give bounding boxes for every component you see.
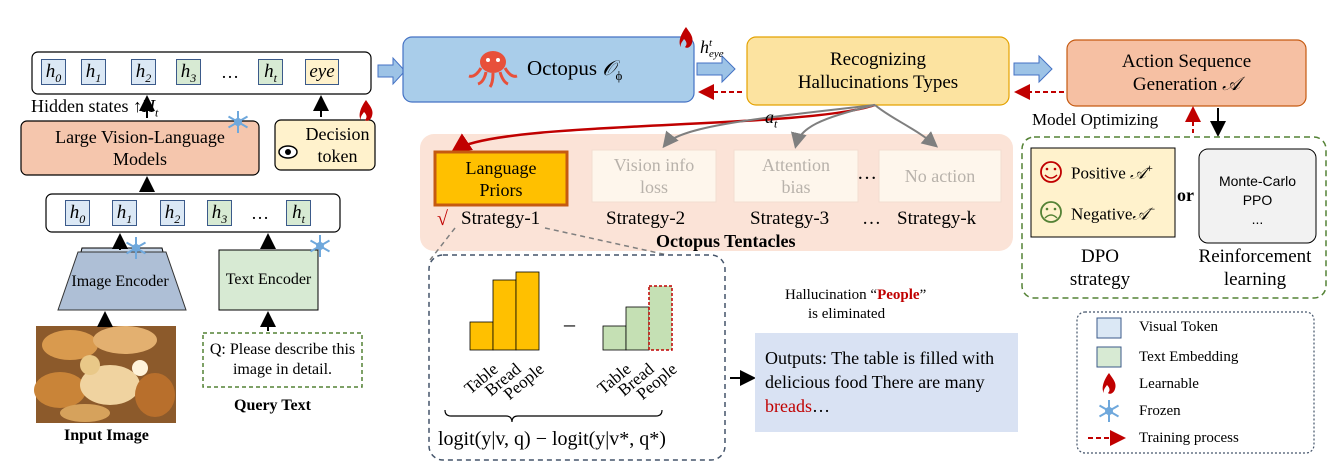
- box-vision-info-loss: Vision info loss: [613, 155, 695, 197]
- positive-label: Positive 𝒜+: [1071, 161, 1153, 183]
- vision-info-loss-box: [591, 149, 717, 203]
- legend-text-swatch: [1096, 346, 1122, 368]
- image-encoder: [57, 251, 187, 311]
- bar-orange-2: [515, 271, 540, 351]
- input-image-caption: Input Image: [64, 427, 149, 444]
- input-token-2: h2: [160, 200, 185, 226]
- hidden-token-6: eye: [305, 59, 339, 85]
- contrast-bars: [469, 271, 673, 351]
- contrast-formula: logit(y|v, q) − logit(y|v*, q*): [438, 428, 666, 450]
- input-token-3: h3: [207, 200, 232, 226]
- negative-label: Negative𝒜−: [1071, 202, 1156, 224]
- hidden-token-0: h0: [41, 59, 66, 85]
- box-no-action: No action: [904, 165, 976, 186]
- strategy-3: Strategy-3: [750, 208, 830, 229]
- legend-training-process: Training process: [1139, 430, 1239, 446]
- frown-icon: [1040, 201, 1062, 223]
- eye-icon: [278, 145, 298, 159]
- or-label: or: [1177, 185, 1194, 205]
- query-box-text: Q: Please describe this image in detail.: [209, 341, 356, 378]
- hallucination-label: Hallucination “People”: [785, 287, 927, 303]
- learnable-icon: [359, 100, 373, 121]
- bar-orange-0: [469, 321, 494, 351]
- check-mark: √: [437, 208, 448, 230]
- smile-icon: [1040, 161, 1062, 183]
- text-encoder: [218, 249, 319, 311]
- lvlm-box: [20, 120, 260, 176]
- hidden-token-1: h1: [81, 59, 106, 85]
- bar-green-1: [625, 306, 650, 351]
- query-text-caption: Query Text: [234, 397, 311, 414]
- model-optimizing-label: Model Optimizing: [1032, 110, 1159, 129]
- contrast-minus: –: [564, 311, 575, 336]
- image-encoder-label: Image Encoder: [71, 273, 169, 290]
- strategy-ellipsis: …: [862, 208, 881, 229]
- outputs-text: Outputs: The table is filled with delici…: [765, 348, 995, 416]
- rl-box: [1198, 148, 1317, 244]
- decision-token-box: [274, 119, 376, 171]
- box-language-priors: Language Priors: [465, 157, 537, 200]
- octopus-box: [402, 36, 695, 103]
- outputs-box: [755, 333, 1018, 432]
- flow-arrow: [377, 56, 406, 86]
- optimizing-region: [1021, 136, 1327, 299]
- legend-visual-token: Visual Token: [1139, 319, 1219, 335]
- hidden-token-3: h3: [176, 59, 201, 85]
- language-priors-box: [433, 150, 569, 207]
- a-t-label: at: [765, 107, 778, 131]
- input-image-food: [34, 326, 176, 423]
- legend-visual-swatch: [1096, 317, 1122, 339]
- legend-box: [1076, 311, 1315, 454]
- recognize-box: [746, 36, 1010, 106]
- bar-green-2: [648, 285, 673, 351]
- hidden-token-5: ht: [258, 59, 283, 85]
- input-token-0: h0: [65, 200, 90, 226]
- hidden-token-4: …: [221, 62, 239, 82]
- lvlm-label: Large Vision-Language Models: [55, 127, 225, 169]
- legend-text-embedding: Text Embedding: [1139, 349, 1239, 365]
- legend-frozen: Frozen: [1139, 403, 1181, 419]
- eliminated-label: is eliminated: [808, 306, 886, 322]
- hidden-token-2: h2: [131, 59, 156, 85]
- hidden-token-row: [31, 51, 372, 95]
- text-encoder-label: Text Encoder: [225, 271, 312, 288]
- hidden-states-label: Hidden states ↑Ht: [31, 96, 159, 120]
- legend-learnable: Learnable: [1139, 376, 1199, 392]
- no-action-box: [878, 149, 1002, 203]
- octopus-icon: [468, 51, 518, 88]
- input-token-1: h1: [112, 200, 137, 226]
- flow-arrow: [1013, 54, 1053, 84]
- attention-bias-box: [733, 149, 859, 203]
- bar-orange-1: [492, 279, 517, 351]
- strategy-1: Strategy-1: [461, 208, 541, 229]
- octopus-label: Octopus 𝒪ϕ: [527, 56, 623, 84]
- decision-token-label: Decision token: [305, 124, 370, 166]
- box-attention-bias: Attention bias: [762, 155, 830, 197]
- bar-green-0: [602, 325, 627, 351]
- flow-arrow: [696, 54, 736, 84]
- query-box: [202, 332, 363, 388]
- input-token-5: ht: [286, 200, 311, 226]
- input-token-4: …: [251, 203, 269, 223]
- selected-arrow: [450, 103, 876, 153]
- strategy-k: Strategy-k: [897, 208, 977, 229]
- formula-brace: [444, 409, 663, 423]
- strategy-2: Strategy-2: [606, 208, 686, 229]
- tentacles-title: Octopus Tentacles: [656, 231, 796, 251]
- tentacles-ellipsis: …: [857, 162, 877, 184]
